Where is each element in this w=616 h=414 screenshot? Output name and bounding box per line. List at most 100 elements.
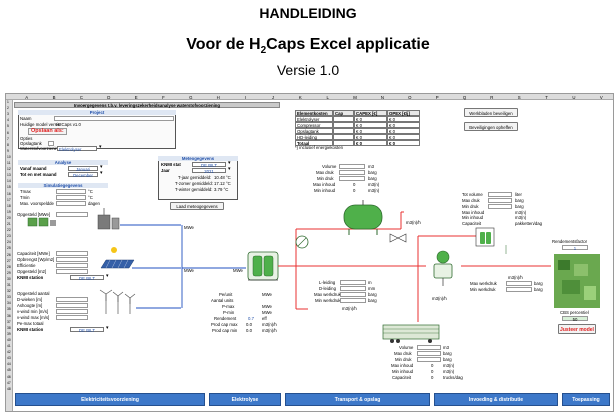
cyl-max-content-label: Max inhoud bbox=[462, 210, 485, 215]
trailer-volume-field[interactable] bbox=[417, 345, 441, 350]
trailer-min-content-unit: m3(n) bbox=[443, 369, 455, 374]
solar-knmi-select[interactable]: DE BILT bbox=[70, 275, 104, 281]
solar-area-field[interactable] bbox=[56, 269, 88, 274]
solar-yield-field[interactable] bbox=[56, 257, 88, 262]
knmi-station-select[interactable]: DE BILT bbox=[192, 162, 226, 168]
column-letter: D bbox=[107, 94, 111, 100]
chevron-down-icon[interactable]: ▾ bbox=[106, 273, 109, 279]
tank-flow-unit: m3(n)/h bbox=[406, 220, 421, 225]
pipe-max-pressure-field[interactable] bbox=[340, 292, 366, 297]
year-select[interactable]: 2021 bbox=[192, 168, 226, 174]
dist-min-pressure-field[interactable] bbox=[506, 287, 532, 292]
chevron-down-icon[interactable]: ▾ bbox=[100, 170, 103, 176]
trailer-min-pressure-field[interactable] bbox=[417, 357, 441, 362]
solar-efficiency-label: Efficientie bbox=[17, 263, 36, 268]
from-month-label: Vanaf maand bbox=[20, 166, 47, 171]
column-letter: F bbox=[162, 94, 165, 100]
rotor-diameter-field[interactable] bbox=[56, 297, 88, 302]
tank-volume-unit: m3 bbox=[368, 164, 374, 169]
solar-efficiency-field[interactable] bbox=[56, 263, 88, 268]
row-number: 23 bbox=[7, 234, 11, 239]
wind-knmi-select[interactable]: DE BILT bbox=[70, 327, 104, 333]
row-number: 11 bbox=[7, 161, 11, 165]
cost-row-name: Opslagtank bbox=[295, 128, 333, 134]
from-month-select[interactable]: Januari bbox=[68, 166, 98, 172]
tank-max-pressure-field[interactable] bbox=[339, 170, 365, 175]
wind-min-field[interactable] bbox=[56, 309, 88, 314]
simulation-heading: Simulatiegegevens bbox=[18, 183, 108, 188]
tmax-unit: °C bbox=[88, 189, 93, 194]
cost-row-cap bbox=[333, 140, 354, 146]
tank-max-pressure-unit: barg bbox=[368, 170, 377, 175]
row-number: 34 bbox=[7, 301, 11, 306]
row-number: 26 bbox=[7, 252, 11, 257]
h2-supply-select[interactable]: Elektrolyser bbox=[57, 146, 97, 152]
cost-row-opex: € 0 bbox=[387, 116, 420, 122]
tab-transport-storage[interactable]: Transport & opslag bbox=[285, 393, 430, 406]
adjust-model-button[interactable]: Justeer model bbox=[558, 324, 596, 334]
tmax-field[interactable] bbox=[56, 189, 86, 194]
storage-tank-checkbox[interactable] bbox=[48, 141, 54, 146]
dist-max-pressure-unit: barg bbox=[534, 281, 543, 286]
row-number: 32 bbox=[7, 289, 11, 294]
cyl-capacity-unit: pakketten/dag bbox=[515, 221, 542, 226]
remove-protection-button[interactable]: Beveiligingen opheffen bbox=[464, 122, 518, 131]
installed-mwe-field[interactable] bbox=[56, 212, 88, 217]
tab-electricity-supply[interactable]: Elektriciteitsvoorziening bbox=[15, 393, 205, 406]
hub-height-field[interactable] bbox=[56, 303, 88, 308]
t-winter-value: 3.79 °C bbox=[214, 187, 229, 192]
row-number: 41 bbox=[7, 344, 11, 348]
pipe-length-field[interactable] bbox=[340, 280, 366, 285]
to-month-select[interactable]: December bbox=[68, 172, 98, 178]
electrolyser-efficiency-value[interactable]: 0.7 bbox=[248, 316, 254, 321]
tank-volume-field[interactable] bbox=[339, 164, 365, 169]
prod-cap-max-label: Prod cap max bbox=[211, 322, 238, 327]
efficiency-factor-field[interactable]: 1 bbox=[562, 245, 588, 251]
row-number: 36 bbox=[7, 313, 11, 318]
pipe-min-pressure-field[interactable] bbox=[340, 298, 366, 303]
wind-park-icon bbox=[99, 289, 136, 314]
cyl-min-pressure-field[interactable] bbox=[488, 204, 512, 209]
wind-max-field[interactable] bbox=[56, 315, 88, 320]
tab-electrolysis[interactable]: Elektrolyse bbox=[209, 393, 281, 406]
save-as-button[interactable]: Opslaan als: bbox=[28, 128, 67, 135]
pipe-diameter-field[interactable] bbox=[340, 286, 366, 291]
tank-min-content-unit: m3(n) bbox=[368, 188, 380, 193]
cost-row-cap bbox=[333, 128, 354, 134]
column-letter: H bbox=[216, 94, 220, 100]
row-number: 17 bbox=[7, 197, 11, 202]
row-number: 45 bbox=[7, 368, 11, 373]
pipe-max-pressure-unit: barg bbox=[368, 292, 377, 297]
page-version: Versie 1.0 bbox=[276, 62, 340, 78]
solar-capacity-field[interactable] bbox=[56, 251, 88, 256]
tube-trailer-icon bbox=[382, 324, 440, 343]
cyl-volume-field[interactable] bbox=[488, 192, 512, 197]
row-number: 9 bbox=[7, 148, 9, 153]
protect-sheets-button[interactable]: Werkbladen beveiligen bbox=[464, 108, 518, 117]
tank-max-content-value: 0 bbox=[353, 182, 356, 187]
row-number: 20 bbox=[7, 215, 11, 220]
tab-feed-in-distribution[interactable]: Invoeding & distributie bbox=[434, 393, 558, 406]
chevron-down-icon[interactable]: ▾ bbox=[228, 160, 231, 166]
chevron-down-icon[interactable]: ▾ bbox=[100, 164, 103, 170]
chevron-down-icon[interactable]: ▾ bbox=[228, 166, 231, 172]
column-letter: G bbox=[189, 94, 193, 100]
wind-mwe-unit: MWe bbox=[184, 225, 194, 230]
column-letter: R bbox=[490, 94, 494, 100]
trailer-max-pressure-field[interactable] bbox=[417, 351, 441, 356]
load-meteo-button[interactable]: Laad meteogegevens bbox=[170, 202, 224, 210]
dist-max-pressure-field[interactable] bbox=[506, 281, 532, 286]
cost-row-capex: € 0 bbox=[354, 122, 387, 128]
chevron-down-icon[interactable]: ▾ bbox=[106, 325, 109, 331]
cbs-percentile-field[interactable]: 50 bbox=[562, 316, 588, 322]
input-banner: Invoergegevens t.b.v. leveringszekerheid… bbox=[14, 102, 280, 108]
cyl-max-pressure-field[interactable] bbox=[488, 198, 512, 203]
cost-row-name: Compressor bbox=[295, 122, 333, 128]
tmin-field[interactable] bbox=[56, 195, 86, 200]
forecast-field[interactable] bbox=[56, 201, 86, 206]
chevron-down-icon[interactable]: ▾ bbox=[99, 144, 102, 150]
project-name-field[interactable] bbox=[54, 116, 174, 121]
tank-min-pressure-field[interactable] bbox=[339, 176, 365, 181]
cyl-max-pressure-unit: barg bbox=[515, 198, 524, 203]
tab-application[interactable]: Toepassing bbox=[562, 393, 610, 406]
